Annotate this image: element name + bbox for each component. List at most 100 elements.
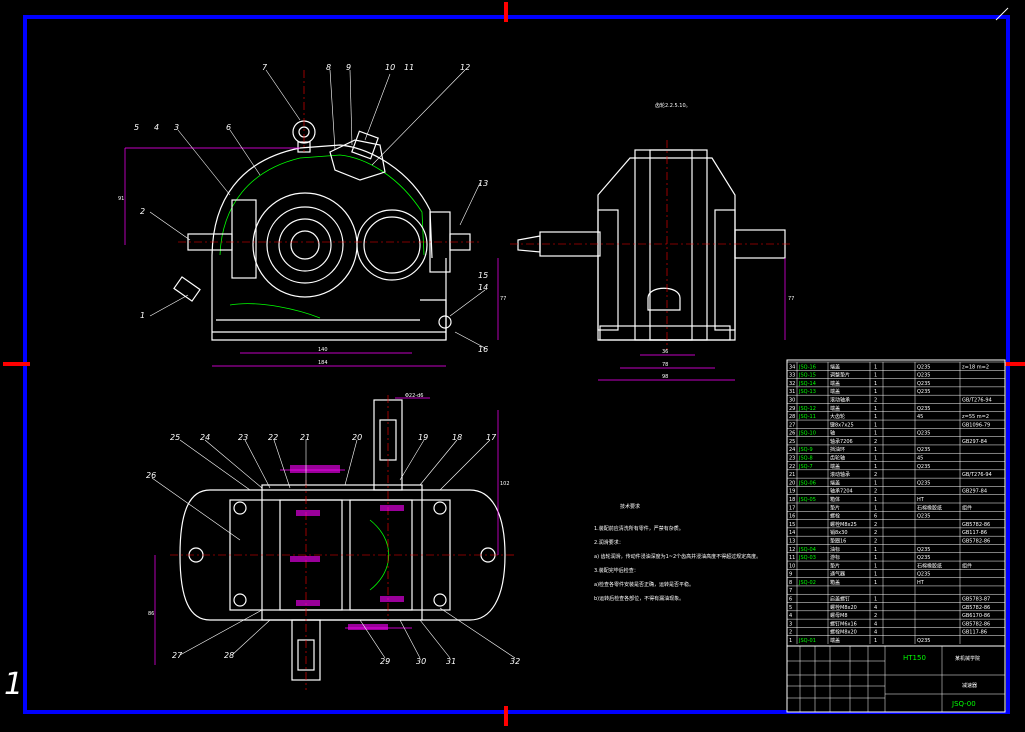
parts-row-material: 45 (917, 456, 923, 462)
parts-row-name: 螺栓M8x20 (830, 604, 857, 611)
parts-row-name: 垫片 (830, 562, 840, 569)
parts-row-index: 14 (789, 530, 795, 536)
balloon-9: 9 (346, 63, 351, 72)
parts-row-material: Q235 (917, 480, 930, 486)
tech-req-title: 技术要求 (620, 503, 640, 510)
parts-row-index: 5 (789, 605, 792, 611)
balloon-24: 24 (200, 433, 210, 442)
parts-row-note: GB6170-86 (962, 613, 990, 619)
balloon-20: 20 (352, 433, 362, 442)
parts-row-qty: 1 (874, 373, 877, 379)
parts-row-material: 45 (917, 414, 923, 420)
parts-row-material: Q235 (917, 464, 930, 470)
balloon-8: 8 (326, 63, 331, 72)
parts-row-index: 30 (789, 397, 795, 403)
parts-row-qty: 1 (874, 547, 877, 553)
balloon-numbers: 1 2 3 4 5 6 7 8 9 10 11 12 13 14 15 16 1… (134, 63, 520, 666)
parts-row-index: 25 (789, 439, 795, 445)
balloon-31: 31 (446, 657, 456, 666)
tech-req-line-4: 3.装配完毕后检查： (594, 567, 639, 574)
parts-row-qty: 2 (874, 397, 877, 403)
balloon-22: 22 (268, 433, 278, 442)
parts-row-name: 螺栓M8x20 (830, 629, 857, 636)
parts-row-note: GB5783-87 (962, 597, 990, 603)
parts-row-qty: 1 (874, 381, 877, 387)
parts-row-qty: 1 (874, 456, 877, 462)
balloon-13: 13 (478, 179, 488, 188)
parts-row-material: Q235 (917, 431, 930, 437)
parts-row-name: 垫圈16 (830, 537, 846, 544)
parts-row-qty: 1 (874, 505, 877, 511)
parts-row-index: 26 (789, 431, 795, 437)
parts-row-index: 27 (789, 422, 795, 428)
parts-row-qty: 4 (874, 630, 877, 636)
parts-row-qty: 1 (874, 431, 877, 437)
parts-row-note: GB5782-86 (962, 605, 990, 611)
parts-row-qty: 1 (874, 422, 877, 428)
parts-row-index: 15 (789, 522, 795, 528)
balloon-28: 28 (224, 651, 234, 660)
parts-row-qty: 2 (874, 538, 877, 544)
parts-row-index: 22 (789, 464, 795, 470)
front-dim-77: 77 (500, 296, 506, 302)
parts-row-code: JSQ-02 (798, 580, 816, 586)
balloon-23: 23 (238, 433, 248, 442)
parts-row-qty: 1 (874, 480, 877, 486)
parts-row-note: 组件 (962, 562, 972, 569)
parts-row-qty: 4 (874, 621, 877, 627)
parts-row-qty: 4 (874, 605, 877, 611)
parts-row-qty: 1 (874, 597, 877, 603)
balloon-10: 10 (385, 63, 395, 72)
plan-dim-86: 86 (148, 611, 154, 617)
parts-row-note: GB5782-86 (962, 522, 990, 528)
tech-req-line-5: a)检查各零件安装是否正确，运转是否平稳。 (594, 581, 694, 588)
parts-row-index: 10 (789, 563, 795, 569)
title-drawing-code: JSQ-00 (951, 700, 976, 708)
balloon-11: 11 (404, 63, 414, 72)
parts-row-index: 19 (789, 489, 795, 495)
side-dim-36: 36 (662, 349, 668, 355)
top-note: 齿轮2.2.5.10。 (655, 102, 691, 109)
plan-dim-shaft: Φ22-d6 (405, 393, 423, 399)
parts-row-qty: 1 (874, 497, 877, 503)
parts-row-material: Q235 (917, 389, 930, 395)
parts-row-index: 17 (789, 505, 795, 511)
parts-row-name: 调整垫片 (830, 372, 850, 379)
plan-view (170, 395, 515, 690)
title-block: HT150 某机械学院 减速器 JSQ-00 (786, 645, 1006, 713)
parts-row-material: Q235 (917, 381, 930, 387)
parts-row-name: 启盖螺钉 (830, 596, 850, 603)
parts-row-qty: 1 (874, 638, 877, 644)
parts-row-code: JSQ-14 (798, 381, 816, 387)
parts-row-material: Q235 (917, 555, 930, 561)
parts-row-note: GB117-86 (962, 630, 987, 636)
tech-req-line-3: a) 齿轮润滑，传动件浸油深度为1~2个齿高并浸油高度不得超过规定高度。 (594, 553, 761, 560)
parts-row-note: GB/T276-94 (962, 472, 992, 478)
balloon-7: 7 (262, 63, 268, 72)
parts-row-code: JSQ-8 (798, 456, 813, 462)
parts-row-name: 销8x30 (830, 529, 848, 536)
balloon-30: 30 (416, 657, 426, 666)
tech-req-line-1: 1.装配前应清洗所有零件，严禁有杂质。 (594, 525, 684, 532)
parts-row-index: 21 (789, 472, 795, 478)
parts-row-index: 1 (789, 638, 792, 644)
parts-row-code: JSQ-01 (798, 638, 816, 644)
side-dim-77: 77 (788, 296, 794, 302)
parts-row-name: 箱体 (830, 496, 840, 503)
parts-row-material: Q235 (917, 514, 930, 520)
parts-row-index: 11 (789, 555, 795, 561)
plan-dim-102: 102 (500, 481, 510, 487)
parts-row-name: 轴承7206 (830, 438, 853, 445)
parts-row-code: JSQ-05 (798, 497, 816, 503)
parts-row-note: z=18 m=2 (962, 364, 989, 370)
sheet-number: 1 (4, 667, 23, 702)
front-view (173, 70, 480, 341)
parts-row-name: 端盖 (830, 405, 840, 412)
parts-row-name: 大齿轮 (830, 413, 845, 420)
parts-row-index: 18 (789, 497, 795, 503)
front-leaders (149, 69, 486, 349)
parts-row-name: 端盖 (830, 388, 840, 395)
balloon-25: 25 (170, 433, 180, 442)
